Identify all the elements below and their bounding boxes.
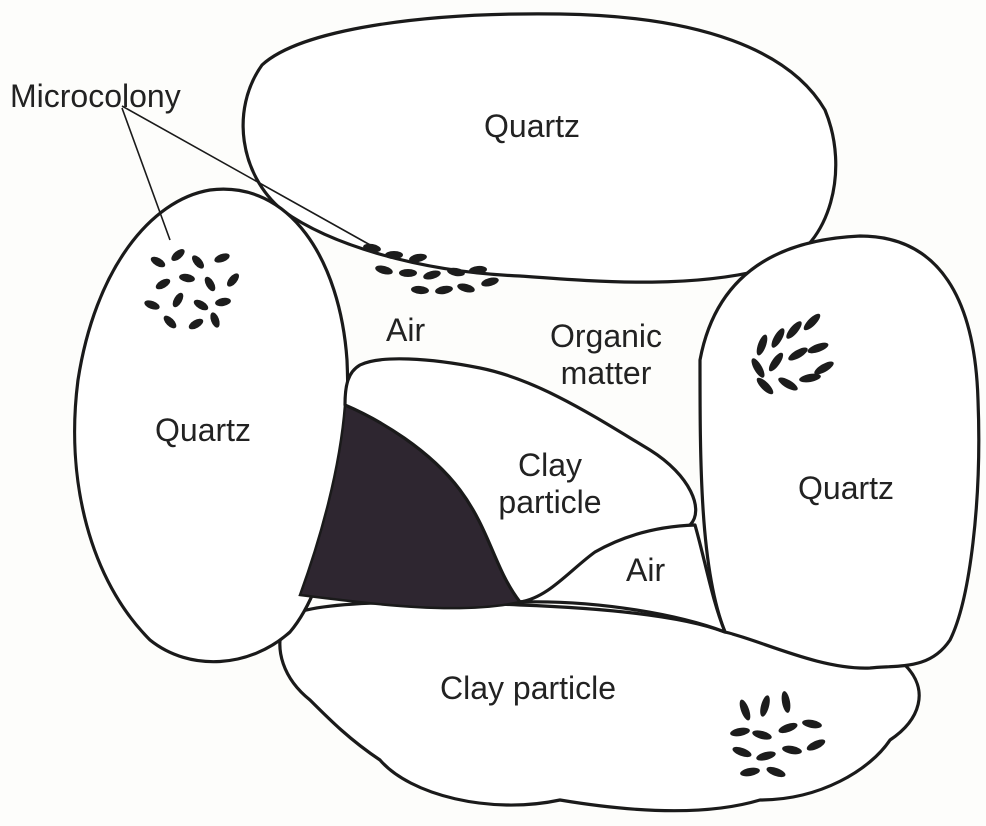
- clay-center-line2: particle: [498, 483, 602, 520]
- microcolony-left-icon: [144, 249, 239, 330]
- quartz-right-label: Quartz: [798, 470, 895, 506]
- organic-matter-label: Organic matter: [541, 318, 671, 392]
- clay-center-line1: Clay: [517, 447, 582, 483]
- quartz-top-shape: [241, 12, 838, 284]
- microcolony-right-icon: [751, 313, 834, 395]
- air-upper-label: Air: [386, 312, 426, 348]
- organic-line2: matter: [560, 354, 652, 391]
- organic-line1: Organic: [549, 318, 663, 354]
- quartz-left-label: Quartz: [155, 412, 252, 448]
- microcolony-top-icon: [363, 243, 499, 295]
- quartz-top-label: Quartz: [484, 108, 581, 144]
- quartz-left-shape: [73, 187, 350, 664]
- microcolony-bottom-icon: [730, 691, 826, 778]
- microcolony-leader-right: [121, 105, 373, 247]
- air-pocket-lower-shape: [518, 523, 727, 634]
- microcolony-label: Microcolony: [10, 78, 181, 114]
- clay-particle-center-label: Clay particle: [475, 447, 625, 521]
- air-lower-label: Air: [626, 552, 666, 588]
- microcolony-leader-left: [121, 107, 171, 241]
- clay-particle-bottom-label: Clay particle: [440, 670, 617, 706]
- quartz-right-shape: [698, 234, 981, 670]
